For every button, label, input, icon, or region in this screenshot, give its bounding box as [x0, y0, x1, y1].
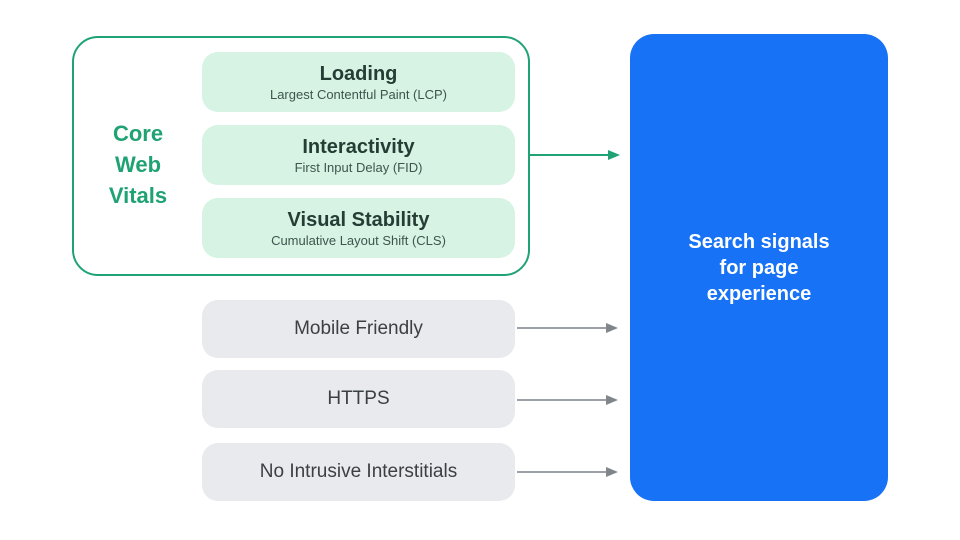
- arrow-shaft: [530, 154, 608, 156]
- vital-title-interactivity: Interactivity: [302, 135, 415, 158]
- arrow-mobile-friendly: [517, 323, 618, 333]
- core-web-vitals-label: Core Web Vitals: [108, 121, 168, 208]
- arrow-https: [517, 395, 618, 405]
- signal-box-https: HTTPS: [202, 370, 515, 428]
- vital-subtitle-cls: Cumulative Layout Shift (CLS): [271, 232, 446, 248]
- arrow-no-intrusive-interstitials: [517, 467, 618, 477]
- vital-subtitle-lcp: Largest Contentful Paint (LCP): [269, 86, 448, 102]
- arrow-shaft: [517, 471, 606, 473]
- arrow-shaft: [517, 399, 606, 401]
- vital-box-visual-stability: Visual Stability Cumulative Layout Shift…: [202, 198, 515, 258]
- vital-title-loading: Loading: [319, 62, 398, 85]
- vital-title-visual-stability: Visual Stability: [287, 208, 430, 231]
- arrow-head-icon: [606, 395, 618, 405]
- signal-box-no-intrusive-interstitials: No Intrusive Interstitials: [202, 443, 515, 501]
- vital-subtitle-fid: First Input Delay (FID): [294, 159, 423, 175]
- arrow-head-icon: [606, 323, 618, 333]
- arrow-core-web-vitals: [530, 150, 620, 160]
- vital-box-interactivity: Interactivity First Input Delay (FID): [202, 125, 515, 185]
- search-signals-label: Search signals for page experience: [688, 230, 830, 305]
- core-web-vitals-group: Core Web Vitals Loading Largest Contentf…: [72, 36, 530, 276]
- search-signals-box: Search signals for page experience: [630, 34, 888, 501]
- vital-box-loading: Loading Largest Contentful Paint (LCP): [202, 52, 515, 112]
- arrow-shaft: [517, 327, 606, 329]
- arrow-head-icon: [606, 467, 618, 477]
- signal-box-mobile-friendly: Mobile Friendly: [202, 300, 515, 358]
- arrow-head-icon: [608, 150, 620, 160]
